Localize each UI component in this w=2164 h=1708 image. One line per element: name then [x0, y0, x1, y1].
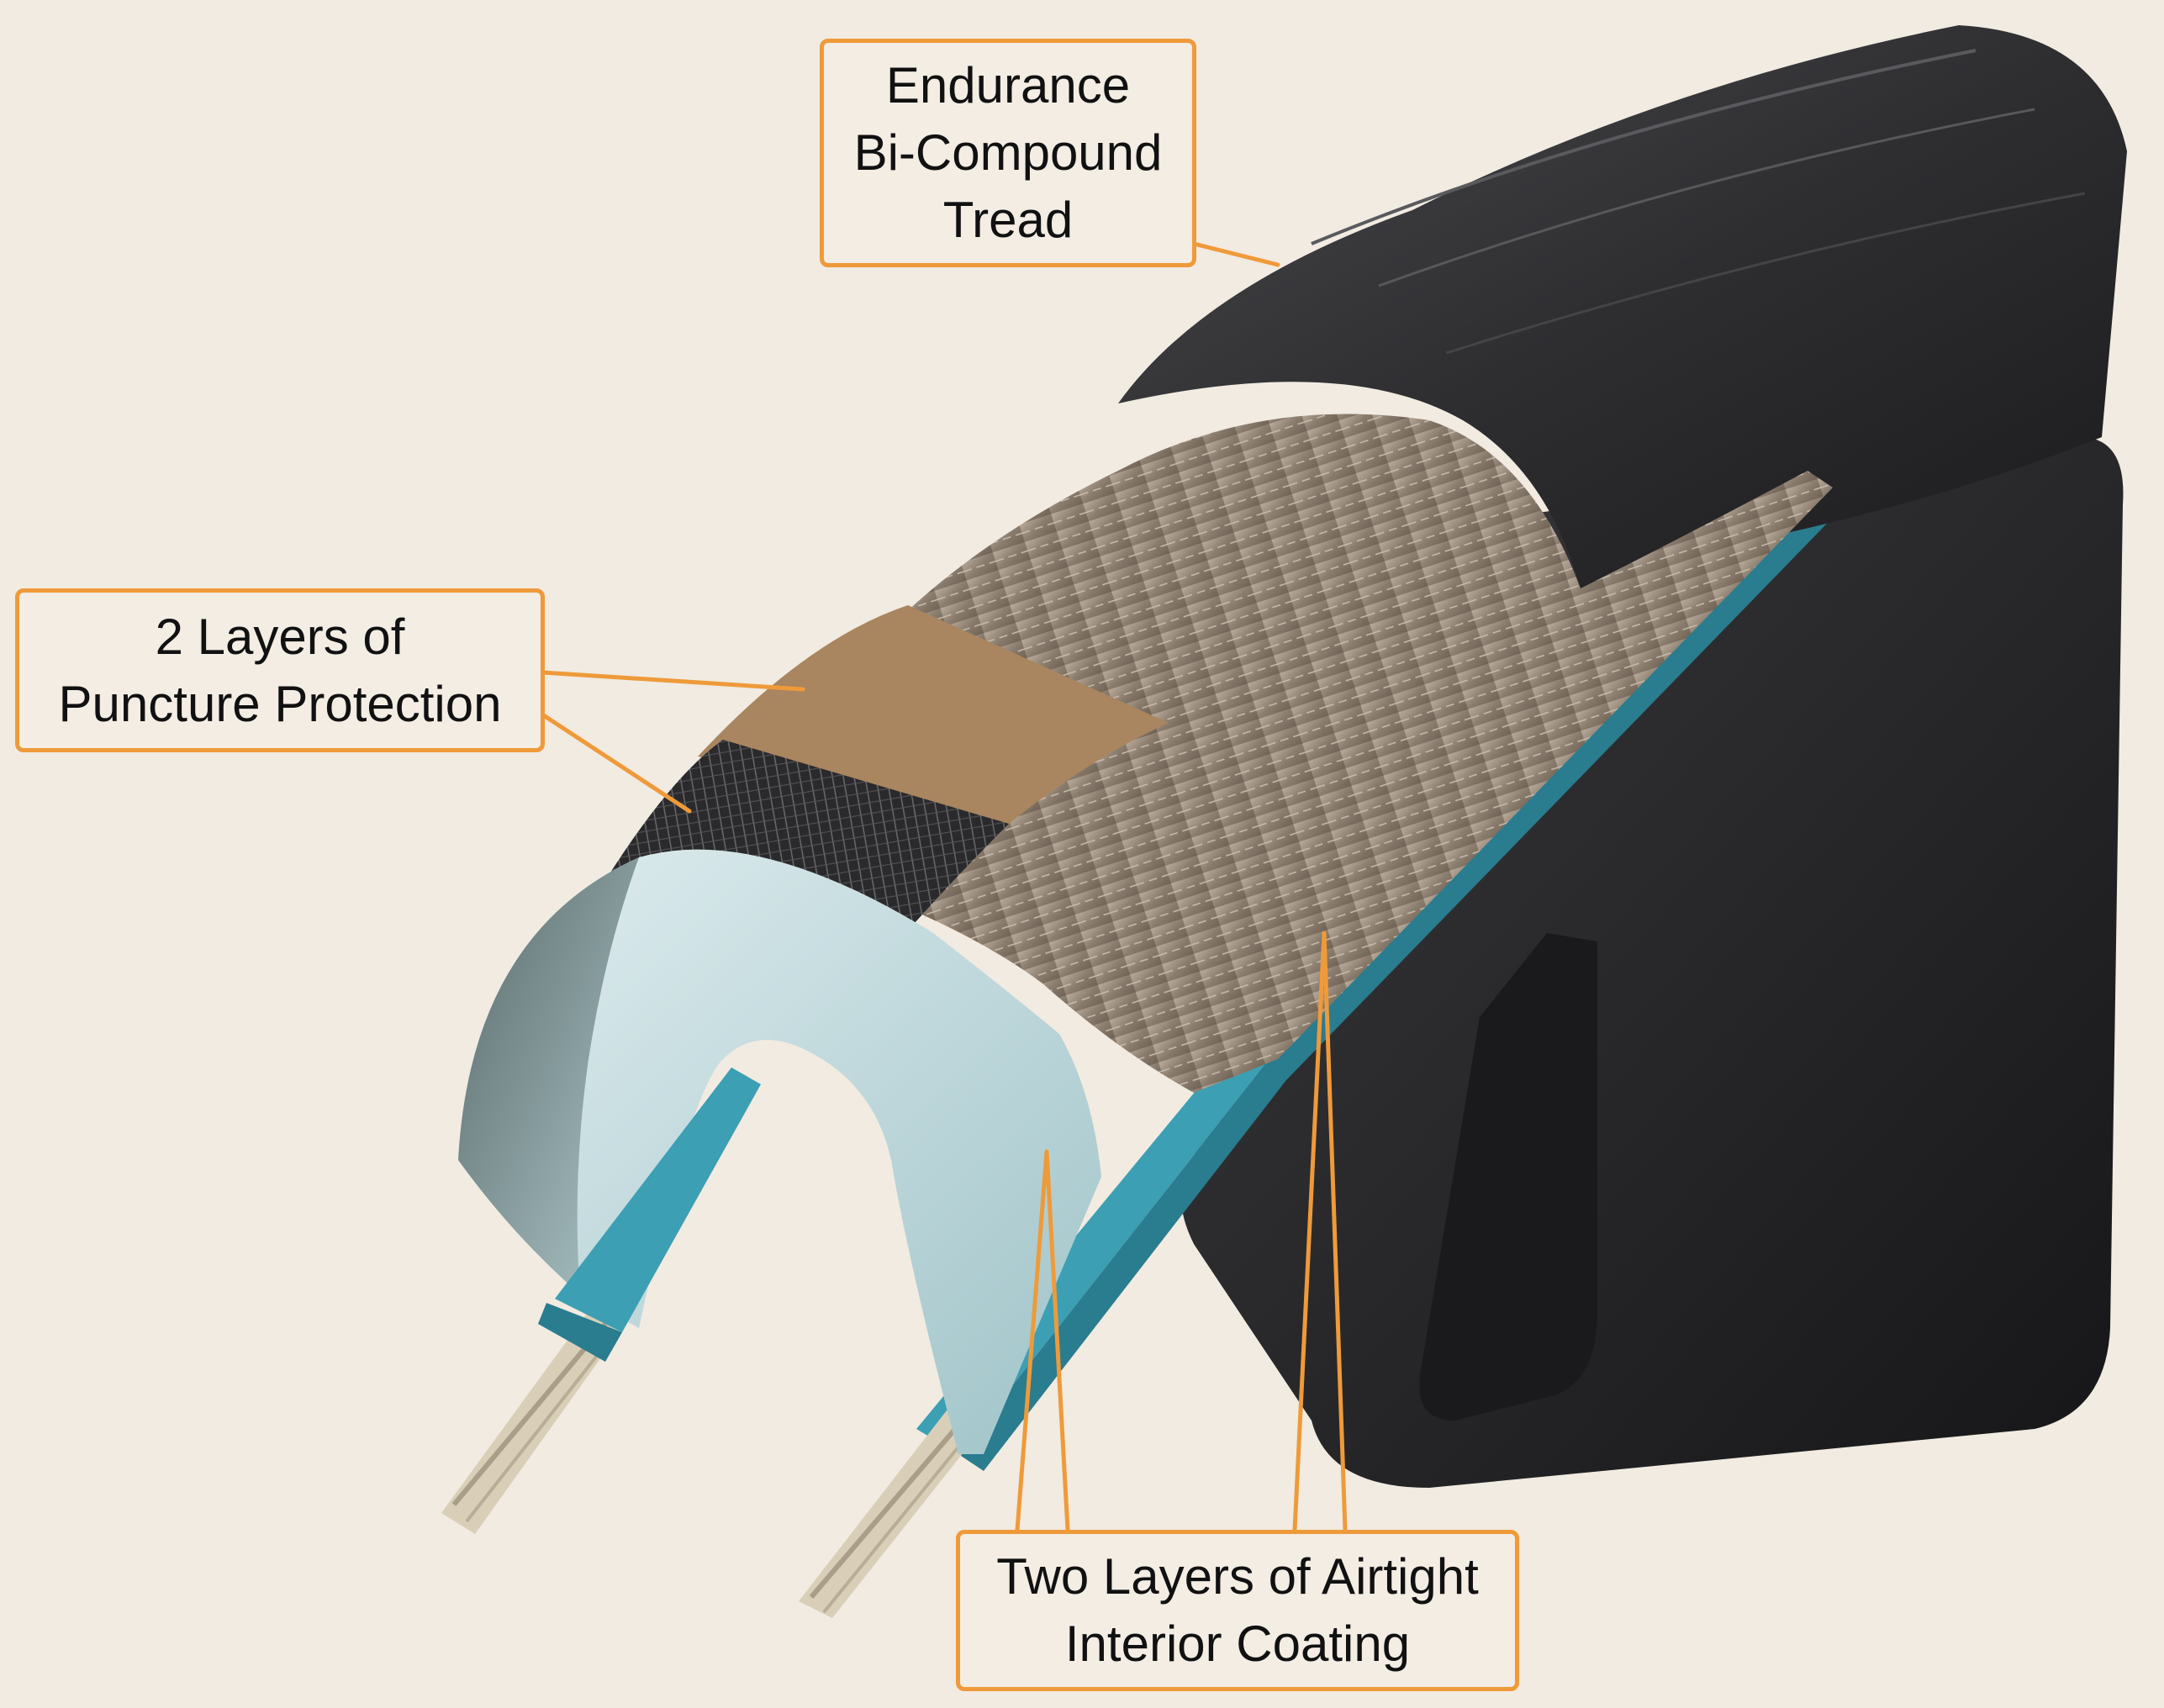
leader-coating-inner-2: [1044, 1149, 1070, 1532]
leader-lines: [540, 241, 1348, 1532]
leader-coating-inner: [1015, 1149, 1049, 1532]
leader-puncture-tan: [540, 670, 805, 692]
leader-coating-casing-2: [1322, 930, 1348, 1532]
casing-layer: [740, 414, 1833, 1093]
callout-airtight-coating: Two Layers of Airtight Interior Coating: [956, 1530, 1519, 1691]
callout-coating-line-2: Interior Coating: [1064, 1616, 1411, 1672]
leader-puncture-mesh: [540, 712, 692, 814]
callout-tread: Endurance Bi-Compound Tread: [820, 39, 1196, 267]
tread-layer: [1118, 25, 2127, 588]
callout-tread-line-3: Tread: [942, 192, 1074, 248]
callout-tread-line-2: Bi-Compound: [853, 124, 1163, 181]
callout-puncture-line-2: Puncture Protection: [58, 675, 502, 732]
callout-puncture-line-1: 2 Layers of: [155, 608, 405, 665]
bead-wire-left: [441, 1311, 622, 1534]
callout-tread-line-1: Endurance: [885, 57, 1131, 113]
bead-strip-left: [538, 1068, 761, 1362]
callout-coating-line-1: Two Layers of Airtight: [996, 1548, 1479, 1605]
leader-coating-casing: [1292, 930, 1327, 1532]
leader-tread: [1191, 241, 1280, 267]
callout-puncture-protection: 2 Layers of Puncture Protection: [15, 588, 545, 752]
